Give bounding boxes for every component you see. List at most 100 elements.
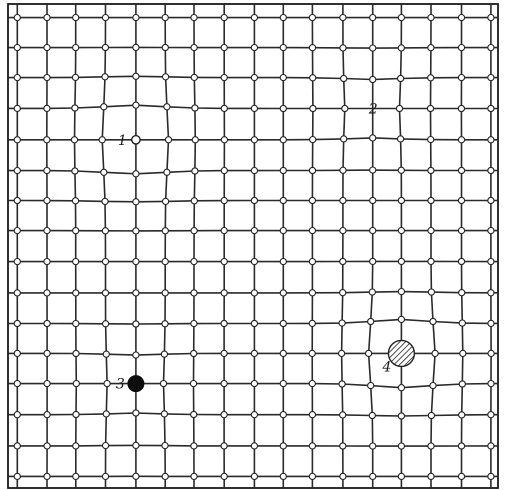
lattice-atom	[488, 137, 494, 143]
lattice-atom	[251, 381, 257, 387]
lattice-atom	[368, 383, 374, 389]
lattice-atom	[428, 137, 434, 143]
lattice-atom	[340, 15, 346, 21]
lattice-atom	[191, 443, 197, 449]
lattice-atom	[251, 105, 257, 111]
lattice-atom	[251, 290, 257, 296]
lattice-atom	[251, 45, 257, 51]
lattice-atom	[162, 473, 168, 479]
lattice-atom	[428, 289, 434, 295]
lattice-atom	[458, 443, 464, 449]
lattice-atom	[368, 318, 374, 324]
lattice-atom	[488, 473, 494, 479]
lattice-atom	[488, 381, 494, 387]
lattice-atom	[280, 197, 286, 203]
lattice-atom	[71, 137, 77, 143]
lattice-atom	[432, 350, 438, 356]
lattice-atom	[428, 258, 434, 264]
defect-1-label: 1	[118, 133, 127, 149]
lattice-atom	[251, 443, 257, 449]
lattice-atom	[44, 168, 50, 174]
lattice-atom	[340, 197, 346, 203]
lattice-atom	[309, 228, 315, 234]
lattice-atom	[280, 259, 286, 265]
lattice-atom	[191, 228, 197, 234]
lattice-atom	[102, 473, 108, 479]
lattice-atom	[310, 137, 316, 143]
lattice-atom	[72, 168, 78, 174]
lattice-atom	[190, 381, 196, 387]
lattice-atom	[488, 259, 494, 265]
lattice-atom	[221, 412, 227, 418]
lattice-atom	[398, 136, 404, 142]
lattice-atom	[102, 44, 108, 50]
lattice-atom	[369, 412, 375, 418]
lattice-atom	[396, 105, 402, 111]
lattice-atom	[44, 350, 50, 356]
lattice-atom	[133, 44, 139, 50]
lattice-atom	[99, 137, 105, 143]
lattice-atom	[73, 473, 79, 479]
lattice-atom	[430, 383, 436, 389]
lattice-atom	[458, 15, 464, 21]
lattice-atom	[309, 381, 315, 387]
lattice-atom	[103, 443, 109, 449]
lattice-atom	[460, 350, 466, 356]
lattice-atom	[103, 321, 109, 327]
lattice-atom	[14, 75, 20, 81]
lattice-atom	[44, 473, 50, 479]
lattice-atom	[14, 320, 20, 326]
lattice-atom	[309, 45, 315, 51]
lattice-atom	[163, 74, 169, 80]
lattice-atom	[73, 15, 79, 21]
lattice-atom	[280, 75, 286, 81]
lattice-atom	[72, 198, 78, 204]
lattice-atom	[221, 381, 227, 387]
lattice-atom	[14, 259, 20, 265]
lattice-atom	[488, 15, 494, 21]
lattice-atom	[191, 321, 197, 327]
lattice-atom	[72, 105, 78, 111]
lattice-atom	[428, 75, 434, 81]
lattice-atom	[398, 75, 404, 81]
lattice-atom	[280, 320, 286, 326]
lattice-atom	[369, 289, 375, 295]
lattice-atom	[430, 318, 436, 324]
lattice-atom	[191, 45, 197, 51]
lattice-atom	[221, 105, 227, 111]
lattice-atom	[340, 290, 346, 296]
lattice-atom	[251, 75, 257, 81]
lattice-atom	[251, 197, 257, 203]
lattice-atom	[341, 75, 347, 81]
lattice-atom	[280, 137, 286, 143]
lattice-atom	[103, 411, 109, 417]
lattice-atom	[133, 259, 139, 265]
lattice-atom	[370, 228, 376, 234]
lattice-atom	[459, 381, 465, 387]
lattice-atom	[251, 15, 257, 21]
lattice-atom	[251, 350, 257, 356]
lattice-atom	[398, 289, 404, 295]
lattice-atom	[73, 290, 79, 296]
lattice-atom	[251, 168, 257, 174]
lattice-atom	[73, 411, 79, 417]
lattice-atom	[44, 320, 50, 326]
lattice-atom	[310, 105, 316, 111]
lattice-atom	[133, 290, 139, 296]
lattice-atom	[398, 45, 404, 51]
lattice-atom	[44, 228, 50, 234]
lattice-atom	[428, 15, 434, 21]
lattice-atom	[342, 105, 348, 111]
defect-3-label: 3	[116, 377, 125, 393]
lattice-atom	[340, 473, 346, 479]
lattice-atom	[44, 443, 50, 449]
lattice-atom	[427, 105, 433, 111]
lattice-atom	[221, 228, 227, 234]
lattice-atom	[428, 45, 434, 51]
lattice-atom	[488, 75, 494, 81]
lattice-atom	[280, 105, 286, 111]
lattice-atom	[309, 473, 315, 479]
lattice-atom	[488, 320, 494, 326]
lattice-atom	[14, 473, 20, 479]
lattice-atom	[14, 105, 20, 111]
